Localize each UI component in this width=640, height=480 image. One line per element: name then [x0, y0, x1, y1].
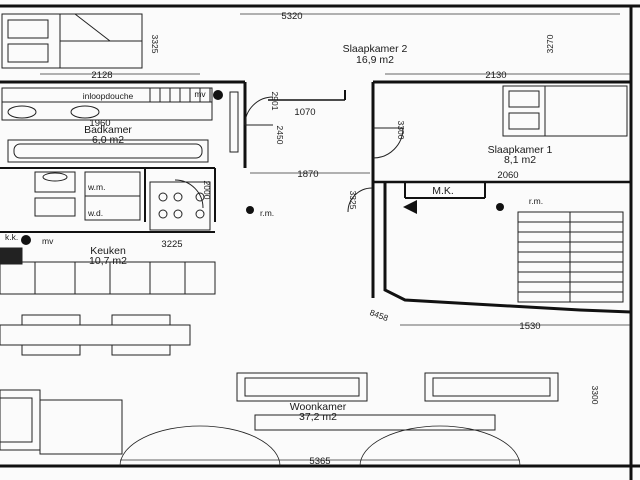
dim-hall-length: 1870 — [297, 169, 318, 180]
walls — [0, 4, 640, 480]
dim-hall-vertical: 2901 — [270, 92, 280, 111]
mv-kitchen-icon — [21, 235, 31, 245]
kk-label: k.k. — [5, 232, 18, 242]
dim-closet: 3325 — [348, 191, 358, 210]
keuken-area: 10,7 m2 — [89, 255, 127, 267]
mk-label: M.K. — [432, 185, 454, 197]
dim-top-width: 5320 — [281, 11, 302, 22]
dim-angled: 8458 — [368, 307, 389, 323]
keuken-name: Keuken — [90, 245, 126, 257]
living-room-furniture — [0, 372, 559, 455]
symbols — [21, 90, 504, 245]
dim-sk1-height: 3300 — [396, 121, 406, 140]
stair-arrow-icon — [403, 200, 417, 214]
doors — [119, 96, 521, 467]
dim-hall-top: 1070 — [294, 107, 315, 118]
rm-hall-icon — [246, 206, 254, 214]
inloopdouche-label: inloopdouche — [83, 91, 134, 101]
slaapkamer-2-area: 16,9 m2 — [356, 54, 394, 66]
dim-bath-width: 1960 — [89, 118, 110, 129]
washer-dryer — [34, 171, 141, 221]
dim-woon-right-height: 3300 — [590, 386, 600, 405]
wm-label: w.m. — [87, 182, 105, 192]
slaapkamer-2-name: Slaapkamer 2 — [343, 43, 408, 55]
dim-keuken-width: 3225 — [161, 239, 182, 250]
woonkamer-name: Woonkamer — [290, 401, 347, 413]
dim-bottom-width: 5365 — [309, 456, 330, 467]
rm-hall-label: r.m. — [260, 208, 274, 218]
dim-hall-side: 2000 — [202, 181, 212, 200]
mv-kitchen-label: mv — [42, 236, 54, 246]
bed-slaapkamer-2 — [1, 13, 143, 69]
dining-table — [0, 314, 191, 356]
slaapkamer-1-area: 8,1 m2 — [504, 154, 536, 166]
dim-sk1-width: 2060 — [497, 170, 518, 181]
dimension-lines — [40, 13, 630, 461]
mv-bath-label: mv — [194, 89, 206, 99]
dim-sk2-right-height: 3270 — [545, 34, 555, 53]
dim-sk2-right-width: 2130 — [485, 70, 506, 81]
rm-sk1-label: r.m. — [529, 196, 543, 206]
dim-right: 1530 — [519, 321, 540, 332]
staircase — [517, 211, 624, 303]
slaapkamer-1-name: Slaapkamer 1 — [488, 144, 553, 156]
dim-sk2-left-width: 2128 — [91, 70, 112, 81]
bed-slaapkamer-1 — [502, 85, 628, 137]
wd-label: w.d. — [87, 208, 103, 218]
mv-bath-icon — [213, 90, 223, 100]
woonkamer-area: 37,2 m2 — [299, 411, 337, 423]
dim-bath-vertical: 2450 — [275, 126, 285, 145]
bathroom-fixtures — [1, 87, 239, 163]
dim-sk2-left-height: 3325 — [150, 35, 160, 54]
rm-sk1-icon — [496, 203, 504, 211]
badkamer-area: 6,0 m2 — [92, 134, 124, 146]
kitchen-counter — [0, 181, 216, 295]
badkamer-name: Badkamer — [84, 124, 132, 136]
